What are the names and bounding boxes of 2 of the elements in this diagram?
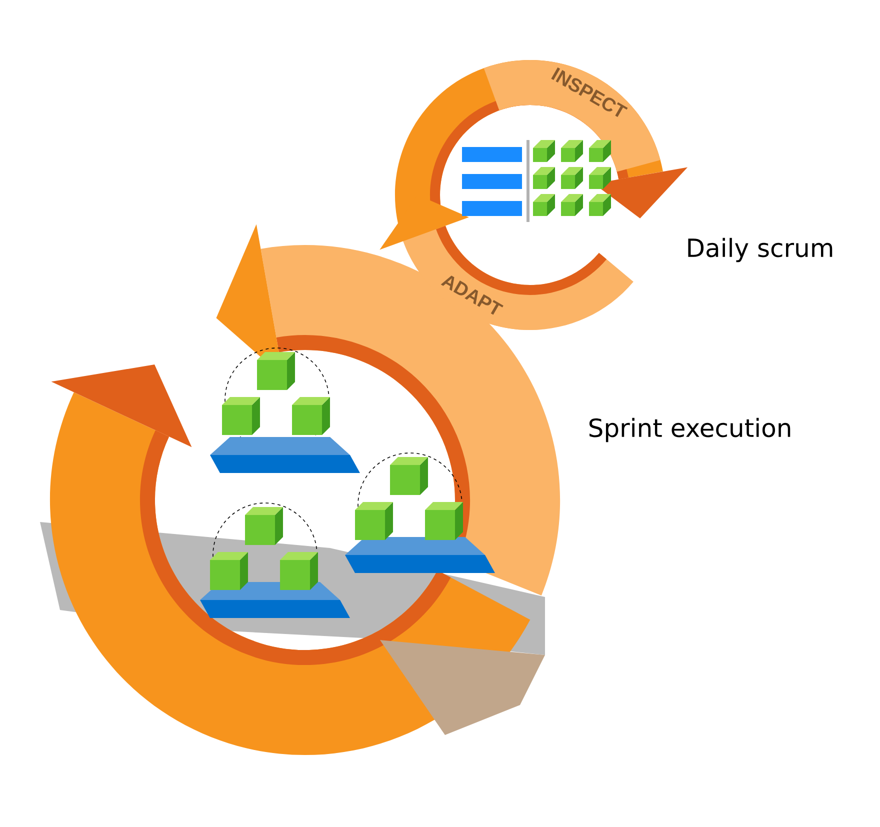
caption-text: Daily scrum [688, 238, 832, 262]
caption-text: Sprint execution [589, 418, 790, 442]
